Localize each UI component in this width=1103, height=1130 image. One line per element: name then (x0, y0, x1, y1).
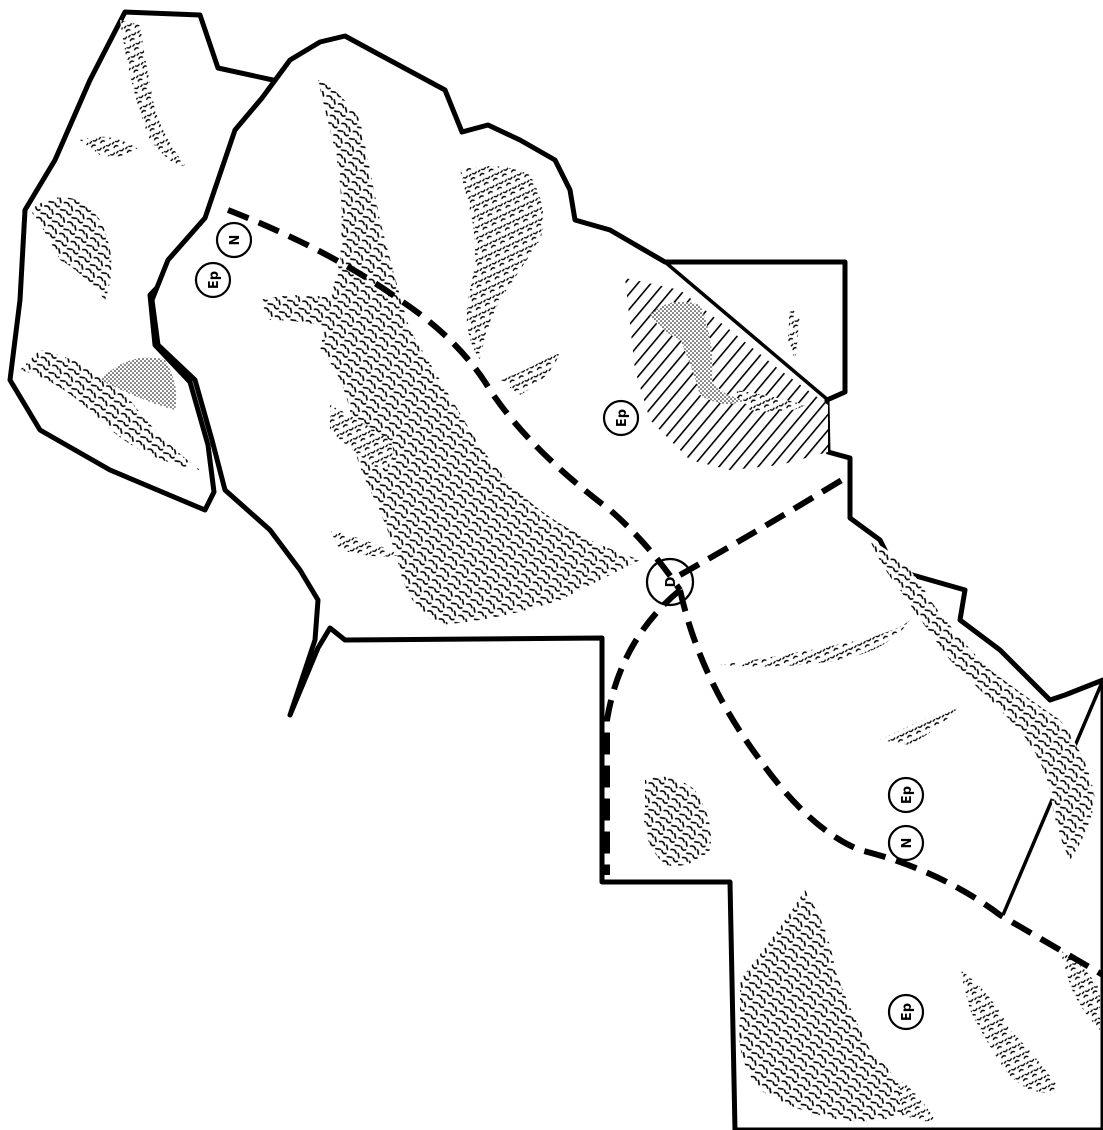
trail-network (226, 207, 1103, 978)
marker-ep-center[interactable]: Ep (602, 399, 640, 437)
svg-text:N: N (228, 235, 243, 246)
marker-d-junction[interactable]: D (645, 557, 695, 607)
svg-text:N: N (900, 838, 915, 849)
svg-text:Ep: Ep (615, 409, 630, 427)
marker-n-northwest[interactable]: N (215, 221, 253, 259)
svg-text:D: D (664, 576, 679, 587)
svg-text:Ep: Ep (900, 786, 915, 804)
map-markers: Ep N Ep D Ep N Ep (194, 221, 925, 1031)
marker-n-east[interactable]: N (887, 824, 925, 862)
svg-text:Ep: Ep (900, 1003, 915, 1021)
parcel-northwest (7, 9, 285, 513)
svg-text:Ep: Ep (207, 271, 222, 289)
marker-ep-east[interactable]: Ep (887, 776, 925, 814)
marker-ep-northwest[interactable]: Ep (194, 261, 232, 299)
parcel-north (149, 33, 1103, 1130)
marker-ep-south[interactable]: Ep (887, 993, 925, 1031)
